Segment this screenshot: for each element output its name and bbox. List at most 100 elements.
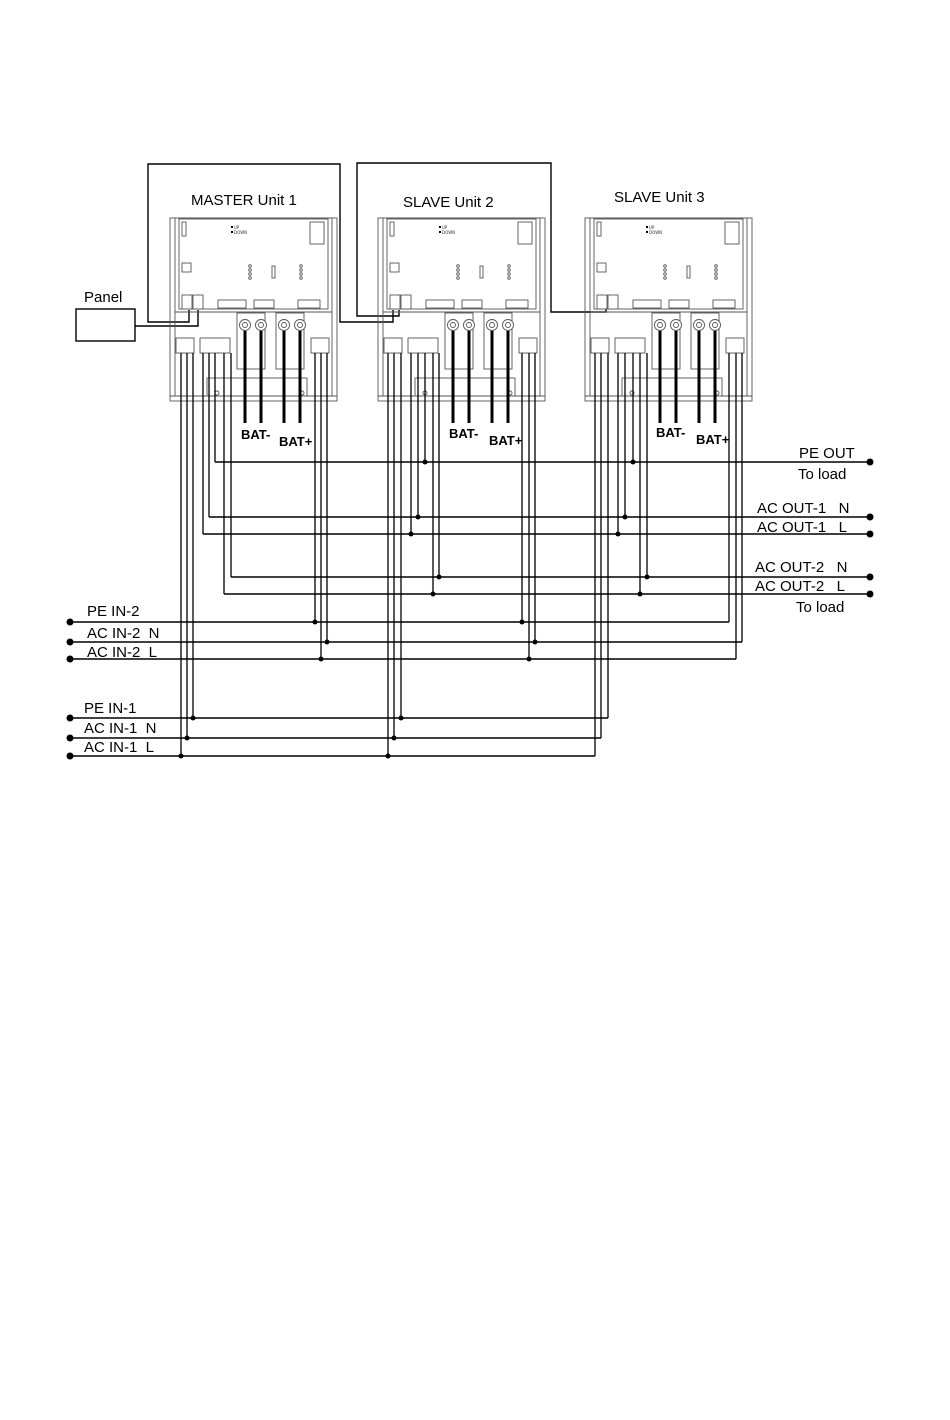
pe-out-bus-terminal <box>867 459 874 466</box>
down-label: DOWN <box>442 230 455 235</box>
bat-pos-label-3: BAT+ <box>696 432 730 447</box>
ac-in-2-n-bus-junction <box>533 640 538 645</box>
board-led <box>300 277 303 280</box>
ac-out-2-l-bus-terminal <box>867 591 874 598</box>
board-led <box>715 277 718 280</box>
pe-in-1-bus-junction <box>399 716 404 721</box>
ac-terminal-block <box>591 338 609 353</box>
comm-port-a <box>182 295 192 309</box>
board-led <box>715 269 718 272</box>
board-led <box>664 273 667 276</box>
board-led <box>249 273 252 276</box>
pe-in-1-bus-terminal <box>67 715 74 722</box>
ac-out-1-n-label: AC OUT-1 N <box>757 500 850 517</box>
bat-neg-label-2: BAT- <box>449 426 478 441</box>
ac-out-2-l-bus-junction <box>431 592 436 597</box>
board-led <box>508 277 511 280</box>
led-up <box>231 226 233 228</box>
board-led <box>715 265 718 268</box>
lower-panel <box>622 378 722 396</box>
bat-neg-label-3: BAT- <box>656 425 685 440</box>
battery-terminal-post <box>295 320 306 331</box>
ac-out-1-n-bus-terminal <box>867 514 874 521</box>
board-square <box>390 263 399 272</box>
board-led <box>457 273 460 276</box>
comm-cable-slave1-slave2 <box>357 163 606 316</box>
unit-title-2: SLAVE Unit 2 <box>403 194 494 211</box>
ac-out-2-n-label: AC OUT-2 N <box>755 559 848 576</box>
board-component <box>725 222 739 244</box>
ac-terminal-block <box>519 338 537 353</box>
ac-in-2-l-bus-terminal <box>67 656 74 663</box>
pe-out-label: PE OUT <box>799 445 855 462</box>
board-led <box>249 277 252 280</box>
battery-terminal-post <box>655 320 666 331</box>
output-labels: PE OUT To load AC OUT-1 N AC OUT-1 L AC … <box>755 445 855 616</box>
board-led <box>300 269 303 272</box>
board-led <box>508 273 511 276</box>
comm-port-a <box>597 295 607 309</box>
ac-out-2-n-bus-terminal <box>867 574 874 581</box>
led-down <box>231 231 233 233</box>
battery-terminal-post <box>487 320 498 331</box>
ac-terminal-block <box>384 338 402 353</box>
board-led <box>457 269 460 272</box>
ac-in-2-n-bus-terminal <box>67 639 74 646</box>
ac-terminal-block <box>408 338 438 353</box>
unit-enclosure <box>170 218 337 401</box>
battery-terminal-post <box>503 320 514 331</box>
ac-in-2-l-label: AC IN-2 L <box>87 644 157 661</box>
board-component <box>310 222 324 244</box>
remote-panel-box <box>76 309 135 341</box>
input-labels: PE IN-2 AC IN-2 N AC IN-2 L PE IN-1 AC I… <box>84 603 160 756</box>
pe-out-bus-junction <box>631 460 636 465</box>
board-led <box>715 273 718 276</box>
panel-label: Panel <box>84 289 122 306</box>
bat-pos-label-2: BAT+ <box>489 433 523 448</box>
board-square <box>597 263 606 272</box>
board-led <box>300 265 303 268</box>
board-connector <box>298 300 320 308</box>
ac-terminal-block <box>176 338 194 353</box>
battery-terminal-post <box>279 320 290 331</box>
lower-panel <box>207 378 307 396</box>
down-label: DOWN <box>234 230 247 235</box>
board-led <box>664 265 667 268</box>
board-led <box>508 265 511 268</box>
board-connector <box>669 300 689 308</box>
ac-out-1-n-bus-junction <box>416 515 421 520</box>
pe-in-1-label: PE IN-1 <box>84 700 137 717</box>
dip-switch <box>390 222 394 236</box>
battery-terminal-post <box>671 320 682 331</box>
bat-pos-label-1: BAT+ <box>279 434 313 449</box>
board-led <box>249 265 252 268</box>
board-connector <box>254 300 274 308</box>
ac-out-2-n-bus-junction <box>645 575 650 580</box>
ac-in-1-n-bus-junction <box>185 736 190 741</box>
pe-in-2-label: PE IN-2 <box>87 603 140 620</box>
board-led <box>508 269 511 272</box>
ac-out-1-l-bus-junction <box>616 532 621 537</box>
down-label: DOWN <box>649 230 662 235</box>
ac-in-2-l-bus-junction <box>319 657 324 662</box>
battery-terminal-post <box>448 320 459 331</box>
led-up <box>646 226 648 228</box>
ac-out-2-n-bus-junction <box>437 575 442 580</box>
battery-terminal-post <box>240 320 251 331</box>
ac-in-1-n-label: AC IN-1 N <box>84 720 157 737</box>
unit-title-1: MASTER Unit 1 <box>191 192 297 209</box>
board-square <box>182 263 191 272</box>
ac-in-2-l-bus-junction <box>527 657 532 662</box>
ac-in-2-n-bus-junction <box>325 640 330 645</box>
battery-terminal-post <box>710 320 721 331</box>
to-load-label-2: To load <box>796 599 844 616</box>
pe-in-2-bus-terminal <box>67 619 74 626</box>
ac-in-1-l-label: AC IN-1 L <box>84 739 154 756</box>
ac-in-1-l-bus-junction <box>179 754 184 759</box>
pe-in-1-bus-junction <box>191 716 196 721</box>
pe-out-bus-junction <box>423 460 428 465</box>
ac-in-1-l-bus-junction <box>386 754 391 759</box>
inverter-unit-2: SLAVE Unit 2UPDOWN <box>378 194 545 401</box>
board-connector <box>426 300 454 308</box>
